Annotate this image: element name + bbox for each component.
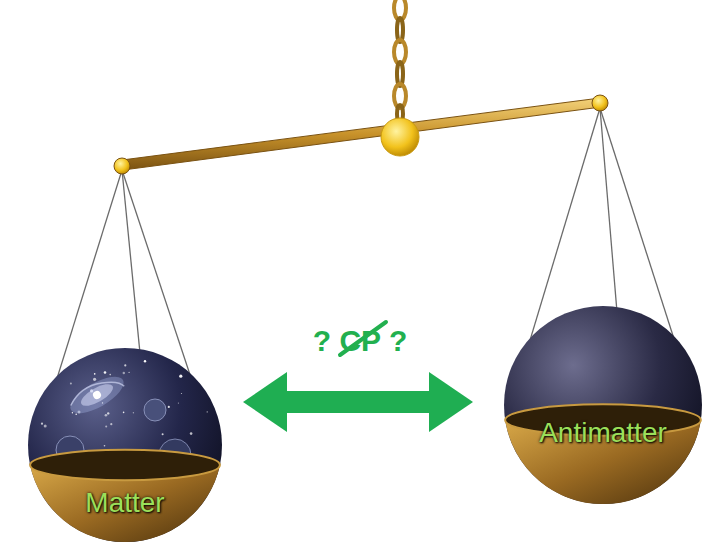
matter-sphere: Matter — [27, 347, 223, 543]
beam — [114, 95, 608, 174]
sphere-label: Antimatter — [503, 417, 703, 449]
edge-label: ? CP ? — [313, 324, 407, 358]
double-arrow — [243, 372, 473, 432]
chain — [394, 0, 406, 123]
sphere-pan — [503, 305, 703, 505]
sphere-label: Matter — [27, 487, 223, 519]
antimatter-sphere: Antimatter — [503, 305, 703, 505]
